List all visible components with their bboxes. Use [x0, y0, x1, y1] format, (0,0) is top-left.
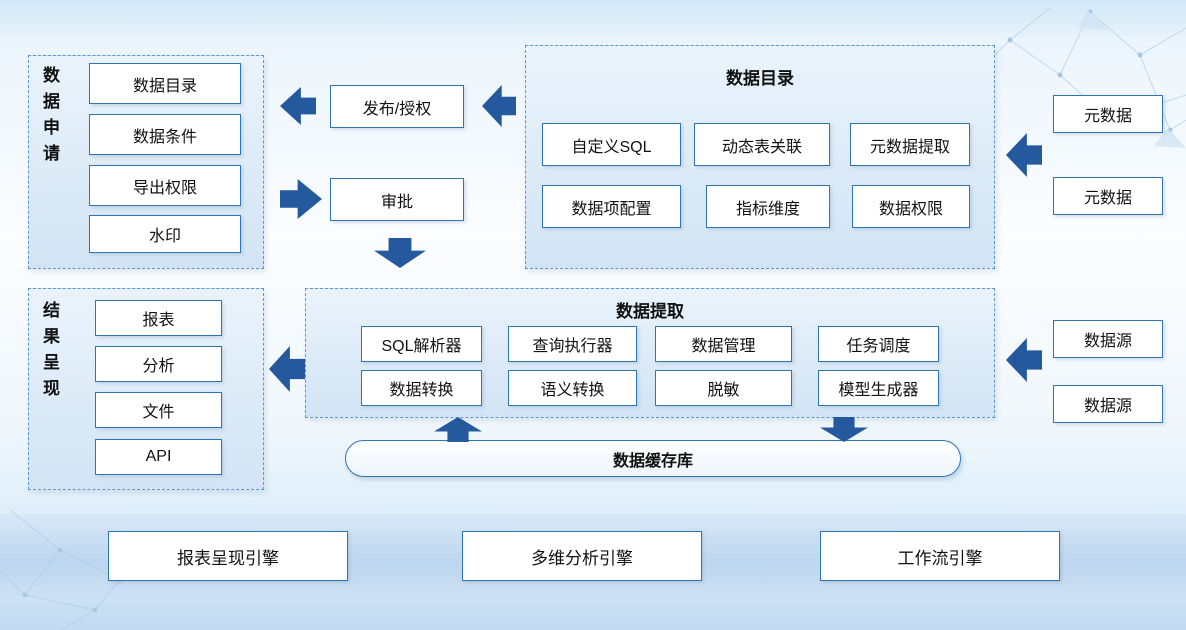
- panel-data-extraction: 数据提取 SQL解析器 查询执行器 数据管理 任务调度 数据转换 语义转换 脱敏…: [305, 288, 995, 418]
- box-file: 文件: [95, 392, 222, 428]
- data-application-label: 数据申请: [40, 66, 59, 170]
- box-export-permission: 导出权限: [89, 165, 241, 206]
- box-model-generator: 模型生成器: [818, 370, 939, 406]
- data-catalog-title: 数据目录: [726, 69, 794, 88]
- box-data-criteria: 数据条件: [89, 114, 241, 155]
- panel-result-presentation: 结果呈现 报表 分析 文件 API: [28, 288, 264, 490]
- box-metadata-1: 元数据: [1053, 95, 1163, 133]
- box-custom-sql: 自定义SQL: [542, 123, 681, 166]
- box-data-management: 数据管理: [655, 326, 792, 362]
- arrow-cache-to-extraction: [434, 417, 482, 442]
- box-sql-parser: SQL解析器: [361, 326, 482, 362]
- box-metadata-extraction: 元数据提取: [850, 123, 970, 166]
- arrow-approval-to-extraction: [374, 238, 426, 268]
- box-task-scheduler: 任务调度: [818, 326, 939, 362]
- box-watermark: 水印: [89, 215, 241, 253]
- box-dynamic-table-join: 动态表关联: [694, 123, 830, 166]
- box-data-catalog-entry: 数据目录: [89, 63, 241, 104]
- arrow-application-to-approval: [280, 179, 322, 219]
- box-data-permission: 数据权限: [852, 185, 970, 228]
- panel-data-application: 数据申请 数据目录 数据条件 导出权限 水印: [28, 55, 264, 269]
- box-query-executor: 查询执行器: [508, 326, 637, 362]
- box-data-masking: 脱敏: [655, 370, 792, 406]
- box-analysis: 分析: [95, 346, 222, 382]
- box-workflow-engine: 工作流引擎: [820, 531, 1060, 581]
- arrow-extraction-to-result: [269, 346, 305, 392]
- box-approval: 审批: [330, 178, 464, 221]
- arrow-catalog-to-publish: [482, 85, 516, 127]
- box-report: 报表: [95, 300, 222, 336]
- box-api: API: [95, 439, 222, 475]
- box-data-source-1: 数据源: [1053, 320, 1163, 358]
- box-data-transform: 数据转换: [361, 370, 482, 406]
- panel-data-catalog: 数据目录 自定义SQL 动态表关联 元数据提取 数据项配置 指标维度 数据权限: [525, 45, 995, 269]
- box-semantic-transform: 语义转换: [508, 370, 637, 406]
- arrow-publish-to-application: [280, 87, 316, 125]
- box-data-item-config: 数据项配置: [542, 185, 681, 228]
- box-metadata-2: 元数据: [1053, 177, 1163, 215]
- box-metric-dimension: 指标维度: [706, 185, 830, 228]
- data-cache-db: 数据缓存库: [345, 440, 961, 477]
- result-presentation-label: 结果呈现: [40, 301, 59, 405]
- box-report-engine: 报表呈现引擎: [108, 531, 348, 581]
- arrow-extraction-to-cache: [820, 417, 868, 442]
- box-data-source-2: 数据源: [1053, 385, 1163, 423]
- arrow-metadata-to-catalog: [1006, 133, 1042, 177]
- data-extraction-title: 数据提取: [616, 302, 684, 321]
- arrow-datasource-to-extraction: [1006, 338, 1042, 382]
- box-olap-engine: 多维分析引擎: [462, 531, 702, 581]
- box-publish-authorize: 发布/授权: [330, 85, 464, 128]
